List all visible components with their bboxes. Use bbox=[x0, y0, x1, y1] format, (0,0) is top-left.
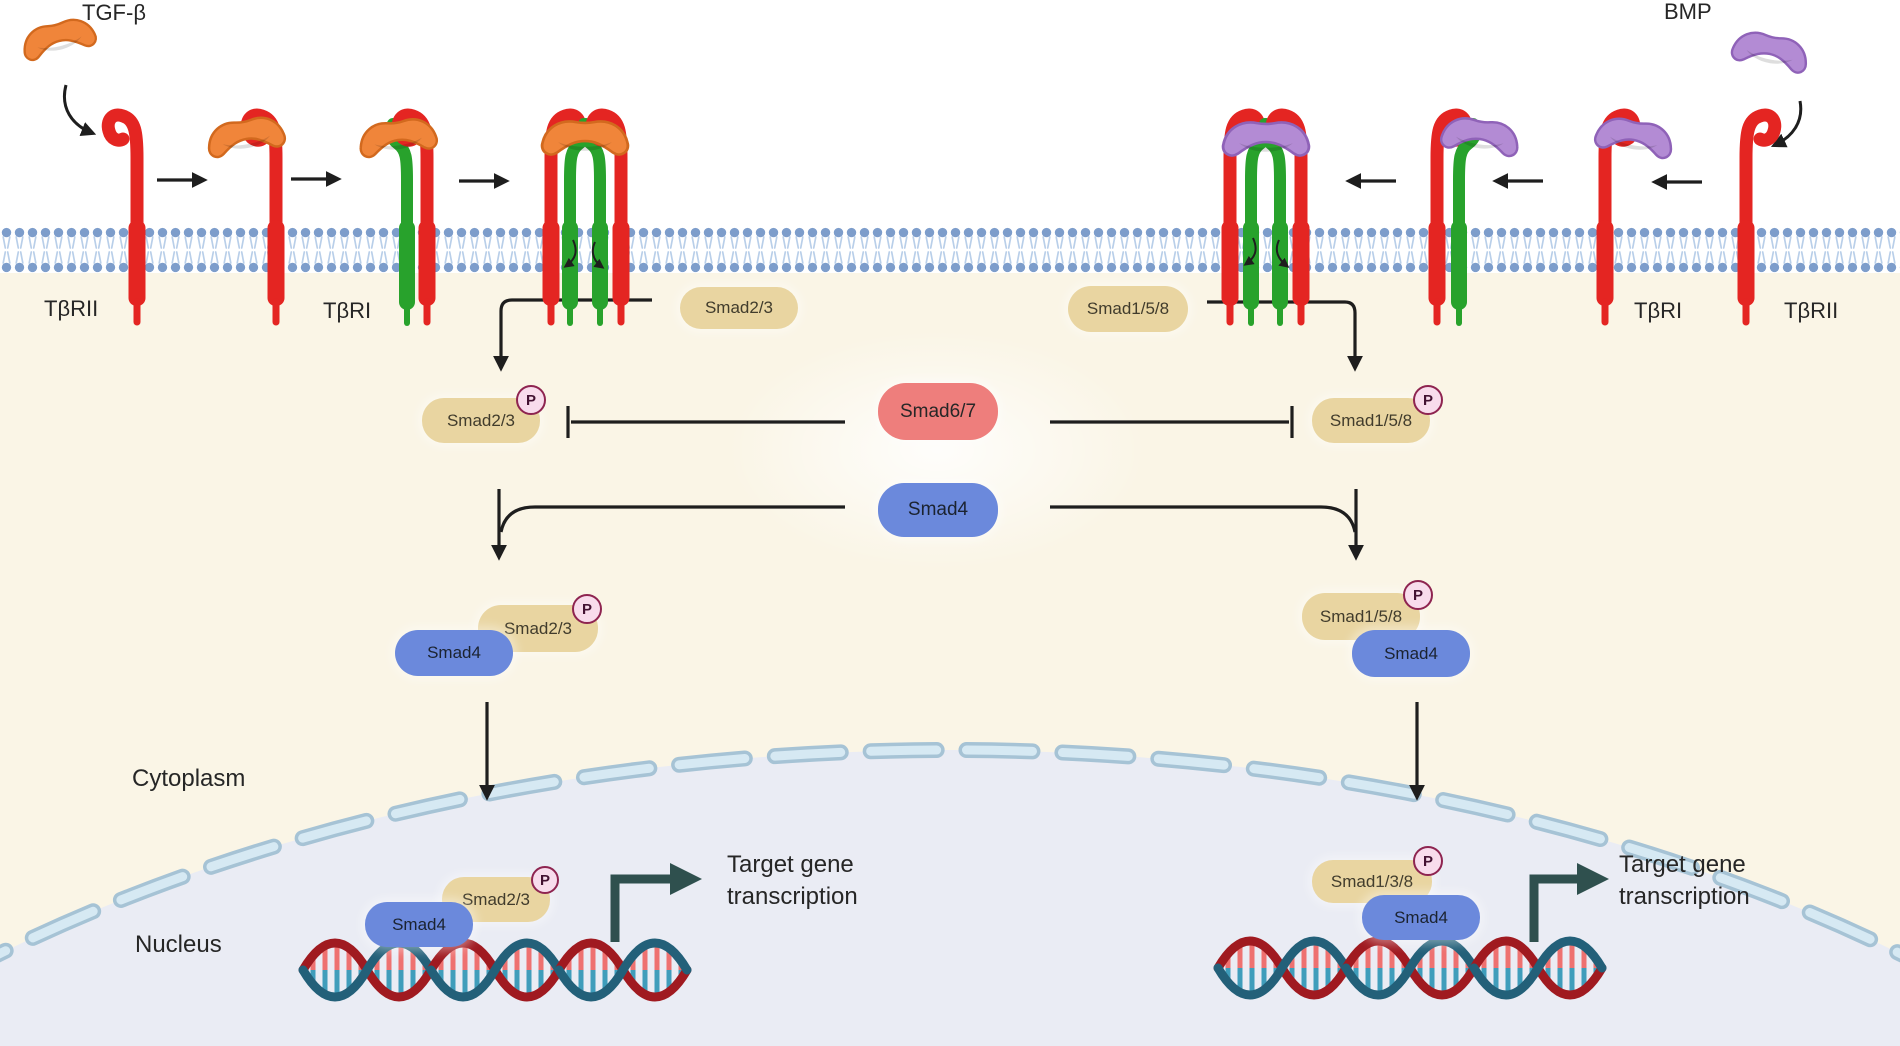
smad4-complex-pill-left: Smad4 bbox=[395, 630, 513, 676]
smad158-phospho-pill: Smad1/5/8 bbox=[1312, 398, 1430, 443]
transcription-arrow-right bbox=[1529, 863, 1609, 942]
target-gene-line1: Target gene bbox=[727, 851, 854, 878]
smad4-nuclear-pill-left: Smad4 bbox=[365, 902, 473, 947]
smad4-pill: Smad4 bbox=[878, 483, 998, 537]
smad158-free-pill: Smad1/5/8 bbox=[1068, 286, 1188, 332]
target-gene-line1: Target gene bbox=[1619, 851, 1746, 878]
phospho-badge: P bbox=[516, 385, 546, 415]
tbr2-right-label: TβRII bbox=[1784, 298, 1839, 323]
tgfb-binding-arrow bbox=[63, 84, 97, 137]
smad138-nuclear-pill: Smad1/3/8 bbox=[1312, 860, 1432, 903]
bmp-free-ligand-icon bbox=[1729, 27, 1812, 76]
phospho-badge: P bbox=[1413, 385, 1443, 415]
smad67-pill: Smad6/7 bbox=[878, 383, 998, 440]
phospho-badge: P bbox=[531, 866, 559, 894]
target-gene-label-right: Target gene transcription bbox=[1619, 849, 1750, 912]
phosphorylation-arrows bbox=[563, 237, 1290, 269]
signal-arrows bbox=[63, 84, 1803, 801]
kinase-arrow-right bbox=[1207, 300, 1363, 372]
target-gene-line2: transcription bbox=[1619, 882, 1750, 910]
phospho-badge: P bbox=[572, 594, 602, 624]
target-gene-label-left: Target gene transcription bbox=[727, 849, 858, 912]
nucleus-label: Nucleus bbox=[135, 931, 222, 958]
tgfb-label: TGF-β bbox=[82, 0, 146, 25]
tbr1-left-label: TβRI bbox=[323, 298, 372, 323]
smad4-recruit-right bbox=[1050, 505, 1357, 533]
phospho-badge: P bbox=[1413, 846, 1443, 876]
bmp-ligand-icon bbox=[1438, 113, 1522, 159]
plasma-membrane bbox=[0, 227, 1900, 273]
smad4-recruit-left bbox=[499, 505, 845, 533]
smad4-nuclear-pill-right: Smad4 bbox=[1362, 895, 1480, 940]
smad23-free-pill: Smad2/3 bbox=[680, 287, 798, 329]
tbr1-right-label: TβRI bbox=[1634, 298, 1683, 323]
bmp-binding-arrow bbox=[1770, 100, 1803, 148]
target-gene-line2: transcription bbox=[727, 882, 858, 910]
bmp-label: BMP bbox=[1664, 0, 1712, 24]
kinase-arrow-left bbox=[493, 298, 652, 372]
phospho-badge: P bbox=[1403, 580, 1433, 610]
tbr2-left-label: TβRII bbox=[44, 296, 99, 321]
smad4-complex-pill-right: Smad4 bbox=[1352, 630, 1470, 677]
transcription-arrow-left bbox=[610, 863, 702, 942]
cytoplasm-label: Cytoplasm bbox=[132, 765, 246, 792]
